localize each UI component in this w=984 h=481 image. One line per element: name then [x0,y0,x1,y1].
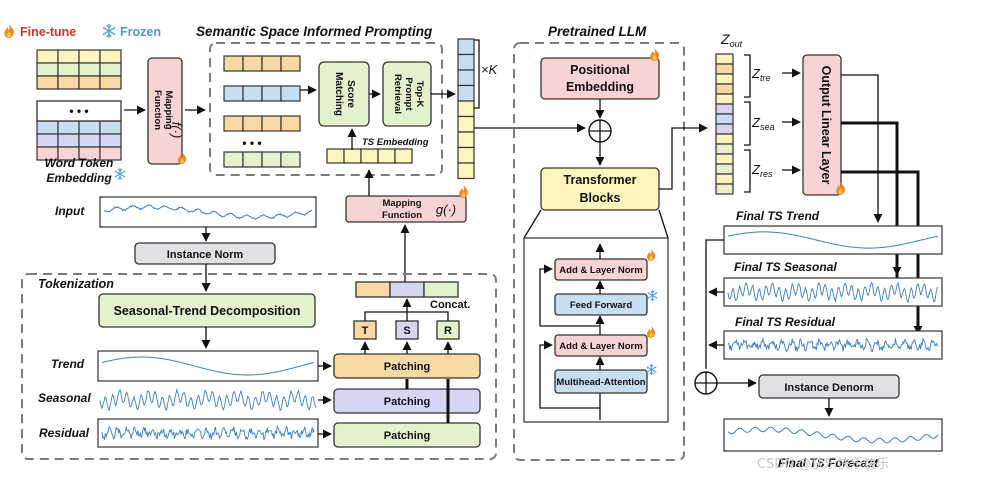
output-linear-layer [802,54,842,196]
mha-label: Multihead-Attention [556,377,645,388]
concat-row [355,281,459,298]
mha-box [554,369,648,394]
prompt-token-column [457,38,475,180]
output-token-column [715,53,734,195]
input-label: Input [55,204,85,218]
patching-residual-label: Patching [384,430,430,442]
trend-series-line [101,356,315,376]
residual-label: Residual [39,426,90,440]
final-seasonal-line [727,281,939,304]
mapping-function-f [147,57,183,165]
token-r-label: R [444,325,452,337]
prompt-ellipsis: • • • [242,136,261,150]
times-k-label: ×K [481,62,499,77]
topk-label: Top-KPromptRetrieval [392,74,425,114]
decomposition-label: Seasonal-Trend Decomposition [114,304,301,318]
final-trend-label: Final TS Trend [736,209,820,223]
trend-label: Trend [51,357,85,371]
flame-icon [4,24,14,38]
mapping-function-g [345,195,467,223]
mapping-g-symbol: g(·) [436,202,456,217]
output-linear-label: Output Linear Layer [819,66,833,185]
ts-embedding-row [326,148,413,164]
add-norm-2-label: Add & Layer Norm [559,265,642,276]
seasonal-label: Seasonal [38,391,91,405]
zout-label: Zout [720,31,743,49]
llm-panel [513,42,685,461]
ztre-label: Ztre [751,66,770,83]
final-residual-line [727,337,938,353]
svg-text:• • •: • • • [69,104,88,118]
word-token-grid: • • • [36,49,122,161]
instance-norm-box [134,242,276,265]
instance-denorm-label: Instance Denorm [784,382,873,394]
zsea-label: Zsea [751,115,774,132]
decomposition-box [98,293,316,328]
ts-embedding-label: TS Embedding [362,137,429,148]
score-matching-label: ScoreMatching [333,72,356,116]
final-trend-box [723,225,943,255]
zres-label: Zres [751,162,773,179]
input-series-line [103,204,313,221]
snowflake-icon [114,168,126,180]
trend-series-box [97,350,319,382]
residual-series-line [101,424,315,441]
token-t-label: T [362,325,369,337]
snowflake-icon [102,24,116,38]
flame-icon [459,185,469,198]
prompting-title: Semantic Space Informed Prompting [196,24,433,39]
input-series-box [99,196,317,228]
legend-frozen: Frozen [120,25,161,39]
llm-title: Pretrained LLM [548,24,647,39]
token-s-label: S [403,325,410,337]
flame-icon [650,48,660,61]
concat-label: Concat. [430,299,470,311]
residual-series-box [97,418,319,448]
instance-norm-label: Instance Norm [167,249,244,261]
mapping-f-label: MappingFunction [152,90,174,130]
final-forecast-line [727,426,939,444]
feed-forward-box [554,293,648,316]
patching-seasonal-label: Patching [384,396,430,408]
final-forecast-box [723,418,943,452]
add-norm-1-box [554,334,648,357]
feed-forward-label: Feed Forward [570,300,632,311]
final-seasonal-label: Final TS Seasonal [734,260,837,274]
add-norm-1-label: Add & Layer Norm [559,341,642,352]
legend-finetune: Fine-tune [20,25,76,39]
prompt-pool [223,55,301,168]
watermark: CSDN @快乐快乐快乐 [757,457,889,472]
final-trend-line [727,231,939,249]
final-forecast-label: Final TS Forecast [778,456,879,470]
tokenization-panel [21,273,497,460]
seasonal-series-line [99,388,317,412]
patching-residual-box [333,422,481,448]
patching-trend-label: Patching [384,361,430,373]
mapping-f-symbol: f(·) [169,122,184,139]
prompting-panel [209,42,443,176]
tokenization-title: Tokenization [38,277,114,291]
final-residual-label: Final TS Residual [735,315,836,329]
add-norm-2-box [554,258,648,281]
